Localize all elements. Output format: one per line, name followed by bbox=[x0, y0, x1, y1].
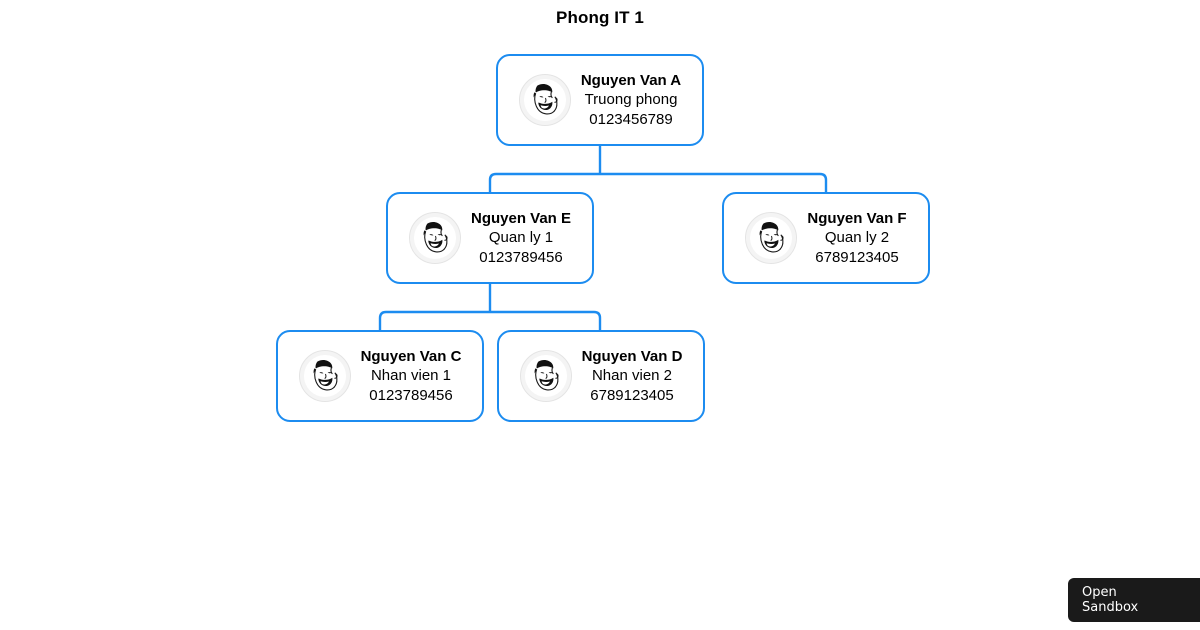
node-role: Quan ly 1 bbox=[488, 229, 554, 247]
avatar bbox=[519, 350, 572, 402]
node-name: Nguyen Van F bbox=[807, 210, 907, 228]
node-name: Nguyen Van A bbox=[580, 72, 682, 90]
open-sandbox-line2: Sandbox bbox=[1082, 600, 1139, 615]
node-phone: 0123456789 bbox=[589, 110, 673, 128]
node-name: Nguyen Van C bbox=[360, 348, 462, 366]
yao-ming-face-avatar-icon bbox=[519, 75, 570, 125]
node-phone: 6789123405 bbox=[590, 386, 674, 404]
node-role: Nhan vien 1 bbox=[370, 367, 452, 385]
yao-ming-face-avatar-icon bbox=[299, 351, 350, 401]
avatar bbox=[408, 212, 461, 264]
node-text: Nguyen Van D Nhan vien 2 6789123405 bbox=[582, 347, 683, 405]
node-text: Nguyen Van A Truong phong 0123456789 bbox=[581, 71, 681, 129]
node-phone: 0123789456 bbox=[369, 386, 453, 404]
open-sandbox-button[interactable]: Open Sandbox bbox=[1068, 578, 1200, 622]
node-role: Truong phong bbox=[584, 91, 678, 109]
node-name: Nguyen Van D bbox=[581, 348, 683, 366]
org-node-c[interactable]: Nguyen Van C Nhan vien 1 0123789456 bbox=[276, 330, 484, 422]
yao-ming-face-avatar-icon bbox=[520, 351, 571, 401]
avatar bbox=[298, 350, 351, 402]
yao-ming-face-avatar-icon bbox=[746, 213, 797, 263]
org-node-f[interactable]: Nguyen Van F Quan ly 2 6789123405 bbox=[722, 192, 930, 284]
node-text: Nguyen Van C Nhan vien 1 0123789456 bbox=[361, 347, 462, 405]
node-role: Quan ly 2 bbox=[824, 229, 890, 247]
node-name: Nguyen Van E bbox=[470, 210, 572, 228]
page-title: Phong IT 1 bbox=[556, 8, 644, 27]
node-text: Nguyen Van E Quan ly 1 0123789456 bbox=[471, 209, 571, 267]
org-node-d[interactable]: Nguyen Van D Nhan vien 2 6789123405 bbox=[497, 330, 705, 422]
org-node-e[interactable]: Nguyen Van E Quan ly 1 0123789456 bbox=[386, 192, 594, 284]
avatar bbox=[518, 74, 571, 126]
node-phone: 6789123405 bbox=[815, 248, 899, 266]
avatar bbox=[745, 212, 798, 264]
node-role: Nhan vien 2 bbox=[591, 367, 673, 385]
org-node-a[interactable]: Nguyen Van A Truong phong 0123456789 bbox=[496, 54, 704, 146]
open-sandbox-line1: Open bbox=[1082, 585, 1117, 600]
node-text: Nguyen Van F Quan ly 2 6789123405 bbox=[807, 209, 906, 267]
yao-ming-face-avatar-icon bbox=[409, 213, 460, 263]
node-phone: 0123789456 bbox=[479, 248, 563, 266]
